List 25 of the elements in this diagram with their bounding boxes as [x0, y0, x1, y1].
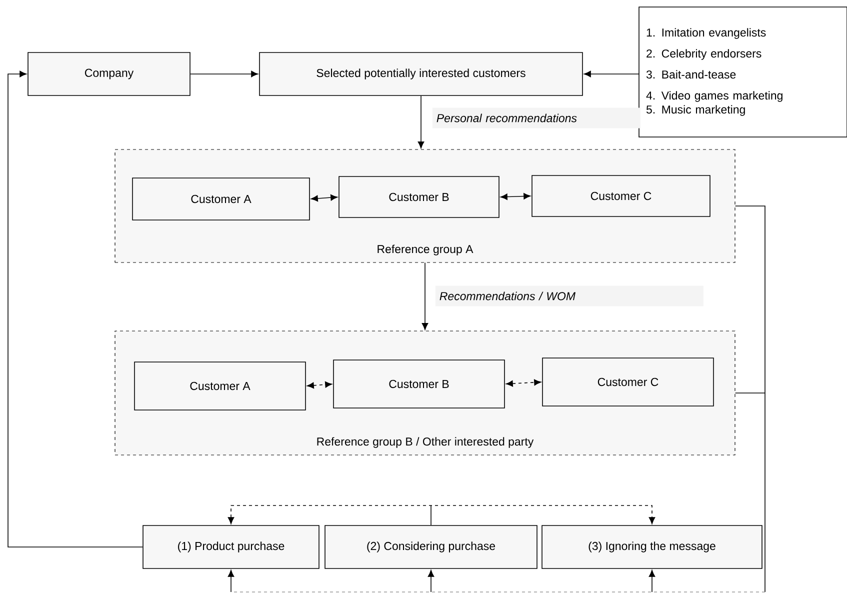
- arrow: [306, 381, 332, 389]
- arrow: [500, 193, 531, 200]
- edge-label: Personal recommendations: [432, 108, 640, 128]
- process-box: Customer A: [134, 362, 306, 410]
- edge-label: Recommendations / WOM: [435, 286, 704, 306]
- process-box: Customer C: [532, 175, 710, 217]
- arrow: [310, 194, 338, 202]
- arrow: [422, 262, 428, 330]
- arrow: [506, 379, 542, 387]
- process-box: Customer A: [132, 178, 310, 220]
- arrow: [584, 70, 640, 78]
- connector: [228, 505, 656, 526]
- process-box: (2) Considering purchase: [324, 525, 538, 569]
- process-box: Customer B: [333, 360, 505, 408]
- arrow: [418, 96, 424, 148]
- arrow: [190, 70, 258, 78]
- process-box: Customer C: [542, 358, 714, 406]
- connector: [228, 206, 766, 592]
- arrow: [8, 70, 144, 548]
- process-box: (1) Product purchase: [142, 525, 320, 569]
- list-box: 1. Imitation evangelists 2. Celebrity endorsers 3. Bait-and-tease 4. Video games marketing 5. Music marketing: [638, 6, 847, 138]
- process-box: Customer B: [338, 176, 500, 218]
- process-box: Selected potentially interested customers: [259, 52, 583, 96]
- process-box: Company: [28, 52, 190, 96]
- process-box: (3) Ignoring the message: [542, 525, 762, 569]
